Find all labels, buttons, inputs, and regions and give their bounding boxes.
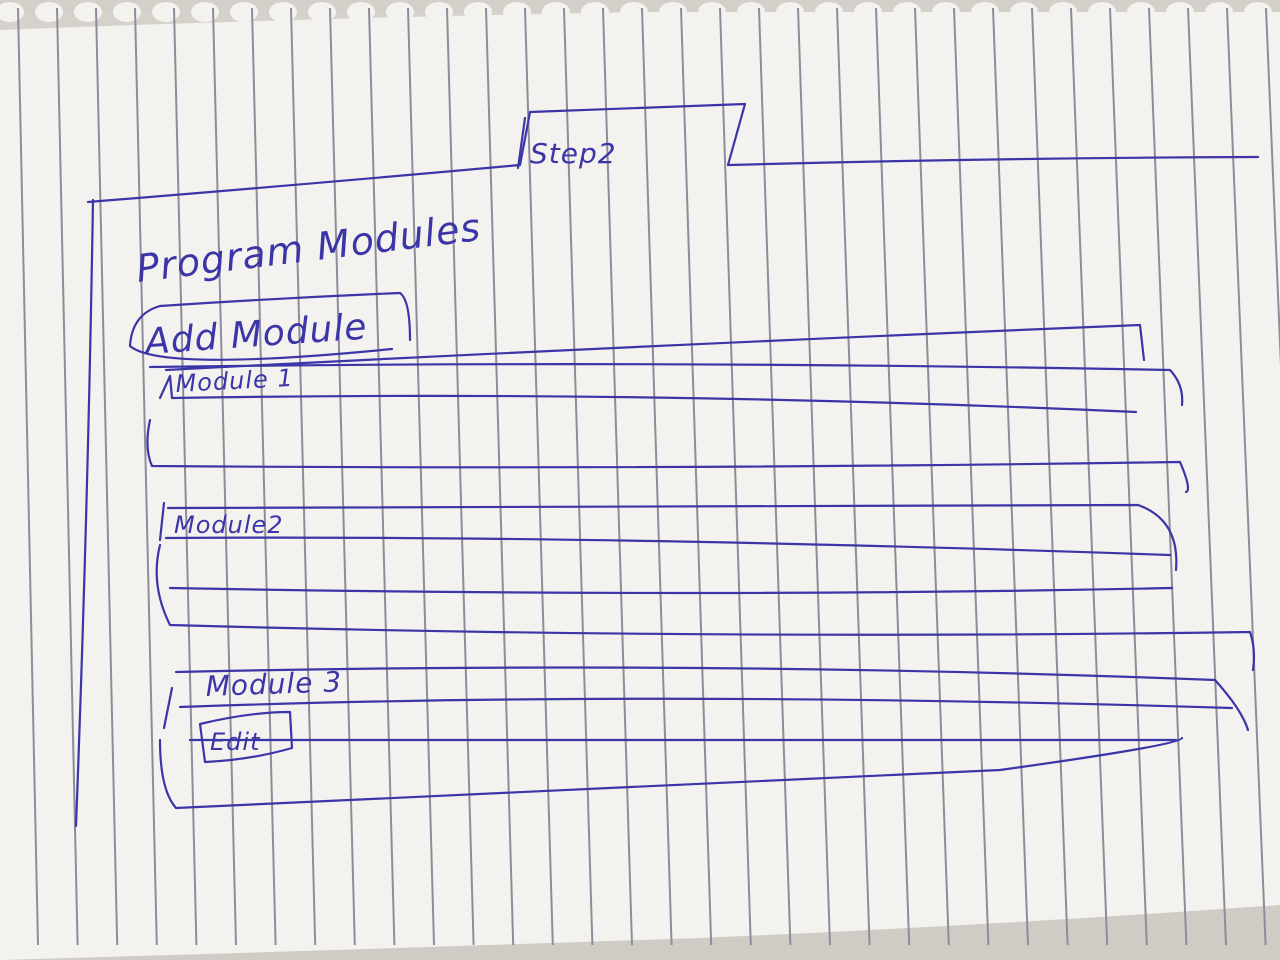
perforation-hole — [776, 2, 804, 22]
module-3-card — [158, 666, 1250, 810]
ruled-line — [1187, 7, 1227, 946]
ruled-line — [641, 7, 673, 946]
perforation-hole — [386, 2, 414, 22]
ruled-line — [212, 7, 237, 946]
ruled-line — [1031, 7, 1069, 946]
tab-step2-label[interactable]: Step2 — [530, 137, 617, 170]
perforation-hole — [230, 2, 258, 22]
ruled-line — [836, 7, 871, 946]
perforation-holes — [0, 2, 1272, 22]
ruled-line — [1265, 7, 1280, 367]
perforation-hole — [347, 2, 375, 22]
perforation-hole — [659, 2, 687, 22]
ruled-line — [95, 7, 119, 946]
module-2-card — [155, 501, 1256, 672]
module-1-card — [146, 323, 1190, 494]
perforation-hole — [737, 2, 765, 22]
perforation-hole — [581, 2, 609, 22]
perforation-hole — [542, 2, 570, 22]
ruled-line — [1109, 7, 1148, 946]
perforation-hole — [35, 2, 63, 22]
perforation-hole — [1166, 2, 1194, 22]
ruled-line — [173, 7, 198, 946]
perforation-hole — [1049, 2, 1077, 22]
tab-bar-line — [86, 102, 1260, 204]
perforation-hole — [854, 2, 882, 22]
module-3-title: Module 3 — [205, 665, 343, 703]
perforation-hole — [152, 2, 180, 22]
module-2-title: Module2 — [174, 511, 284, 539]
paper-sheet — [0, 4, 1280, 960]
edit-button[interactable] — [198, 710, 294, 764]
ruled-line — [485, 7, 515, 946]
tab-divider — [516, 116, 527, 170]
perforation-hole — [1088, 2, 1116, 22]
ruled-line — [17, 7, 39, 946]
ruled-line — [719, 7, 752, 946]
page-frame — [74, 198, 95, 828]
perforation-hole — [269, 2, 297, 22]
perforation-hole — [74, 2, 102, 22]
ruled-line — [290, 7, 317, 946]
perforation-hole — [698, 2, 726, 22]
ruled-line — [1070, 7, 1109, 946]
perforation-hole — [971, 2, 999, 22]
perforation-hole — [1205, 2, 1233, 22]
perforation-hole — [815, 2, 843, 22]
ruled-line — [602, 7, 633, 946]
add-module-button[interactable] — [128, 291, 412, 361]
ruled-line — [1148, 7, 1188, 946]
perforation-hole — [1127, 2, 1155, 22]
ruled-line — [368, 7, 396, 946]
perforation-hole — [620, 2, 648, 22]
perforation-hole — [932, 2, 960, 22]
ruled-line — [680, 7, 713, 946]
ruled-line — [524, 7, 554, 946]
ruled-line — [875, 7, 911, 946]
ruled-line — [992, 7, 1029, 946]
perforation-hole — [425, 2, 453, 22]
perforation-hole — [308, 2, 336, 22]
perforation-hole — [113, 2, 141, 22]
module-1-title: Module 1 — [175, 364, 294, 398]
perforation-hole — [503, 2, 531, 22]
perforation-hole — [1010, 2, 1038, 22]
ruled-line — [1226, 7, 1267, 946]
ruled-line — [251, 7, 277, 946]
ruled-line — [953, 7, 990, 946]
perforation-hole — [1244, 2, 1272, 22]
perforation-hole — [893, 2, 921, 22]
ruled-line — [446, 7, 475, 946]
ruled-line — [56, 7, 79, 946]
perforation-hole — [191, 2, 219, 22]
ruled-line — [134, 7, 158, 946]
perforation-hole — [464, 2, 492, 22]
ruled-line — [407, 7, 435, 946]
edit-label[interactable]: Edit — [210, 728, 261, 756]
ruled-line — [329, 7, 356, 946]
ruled-line — [914, 7, 950, 946]
